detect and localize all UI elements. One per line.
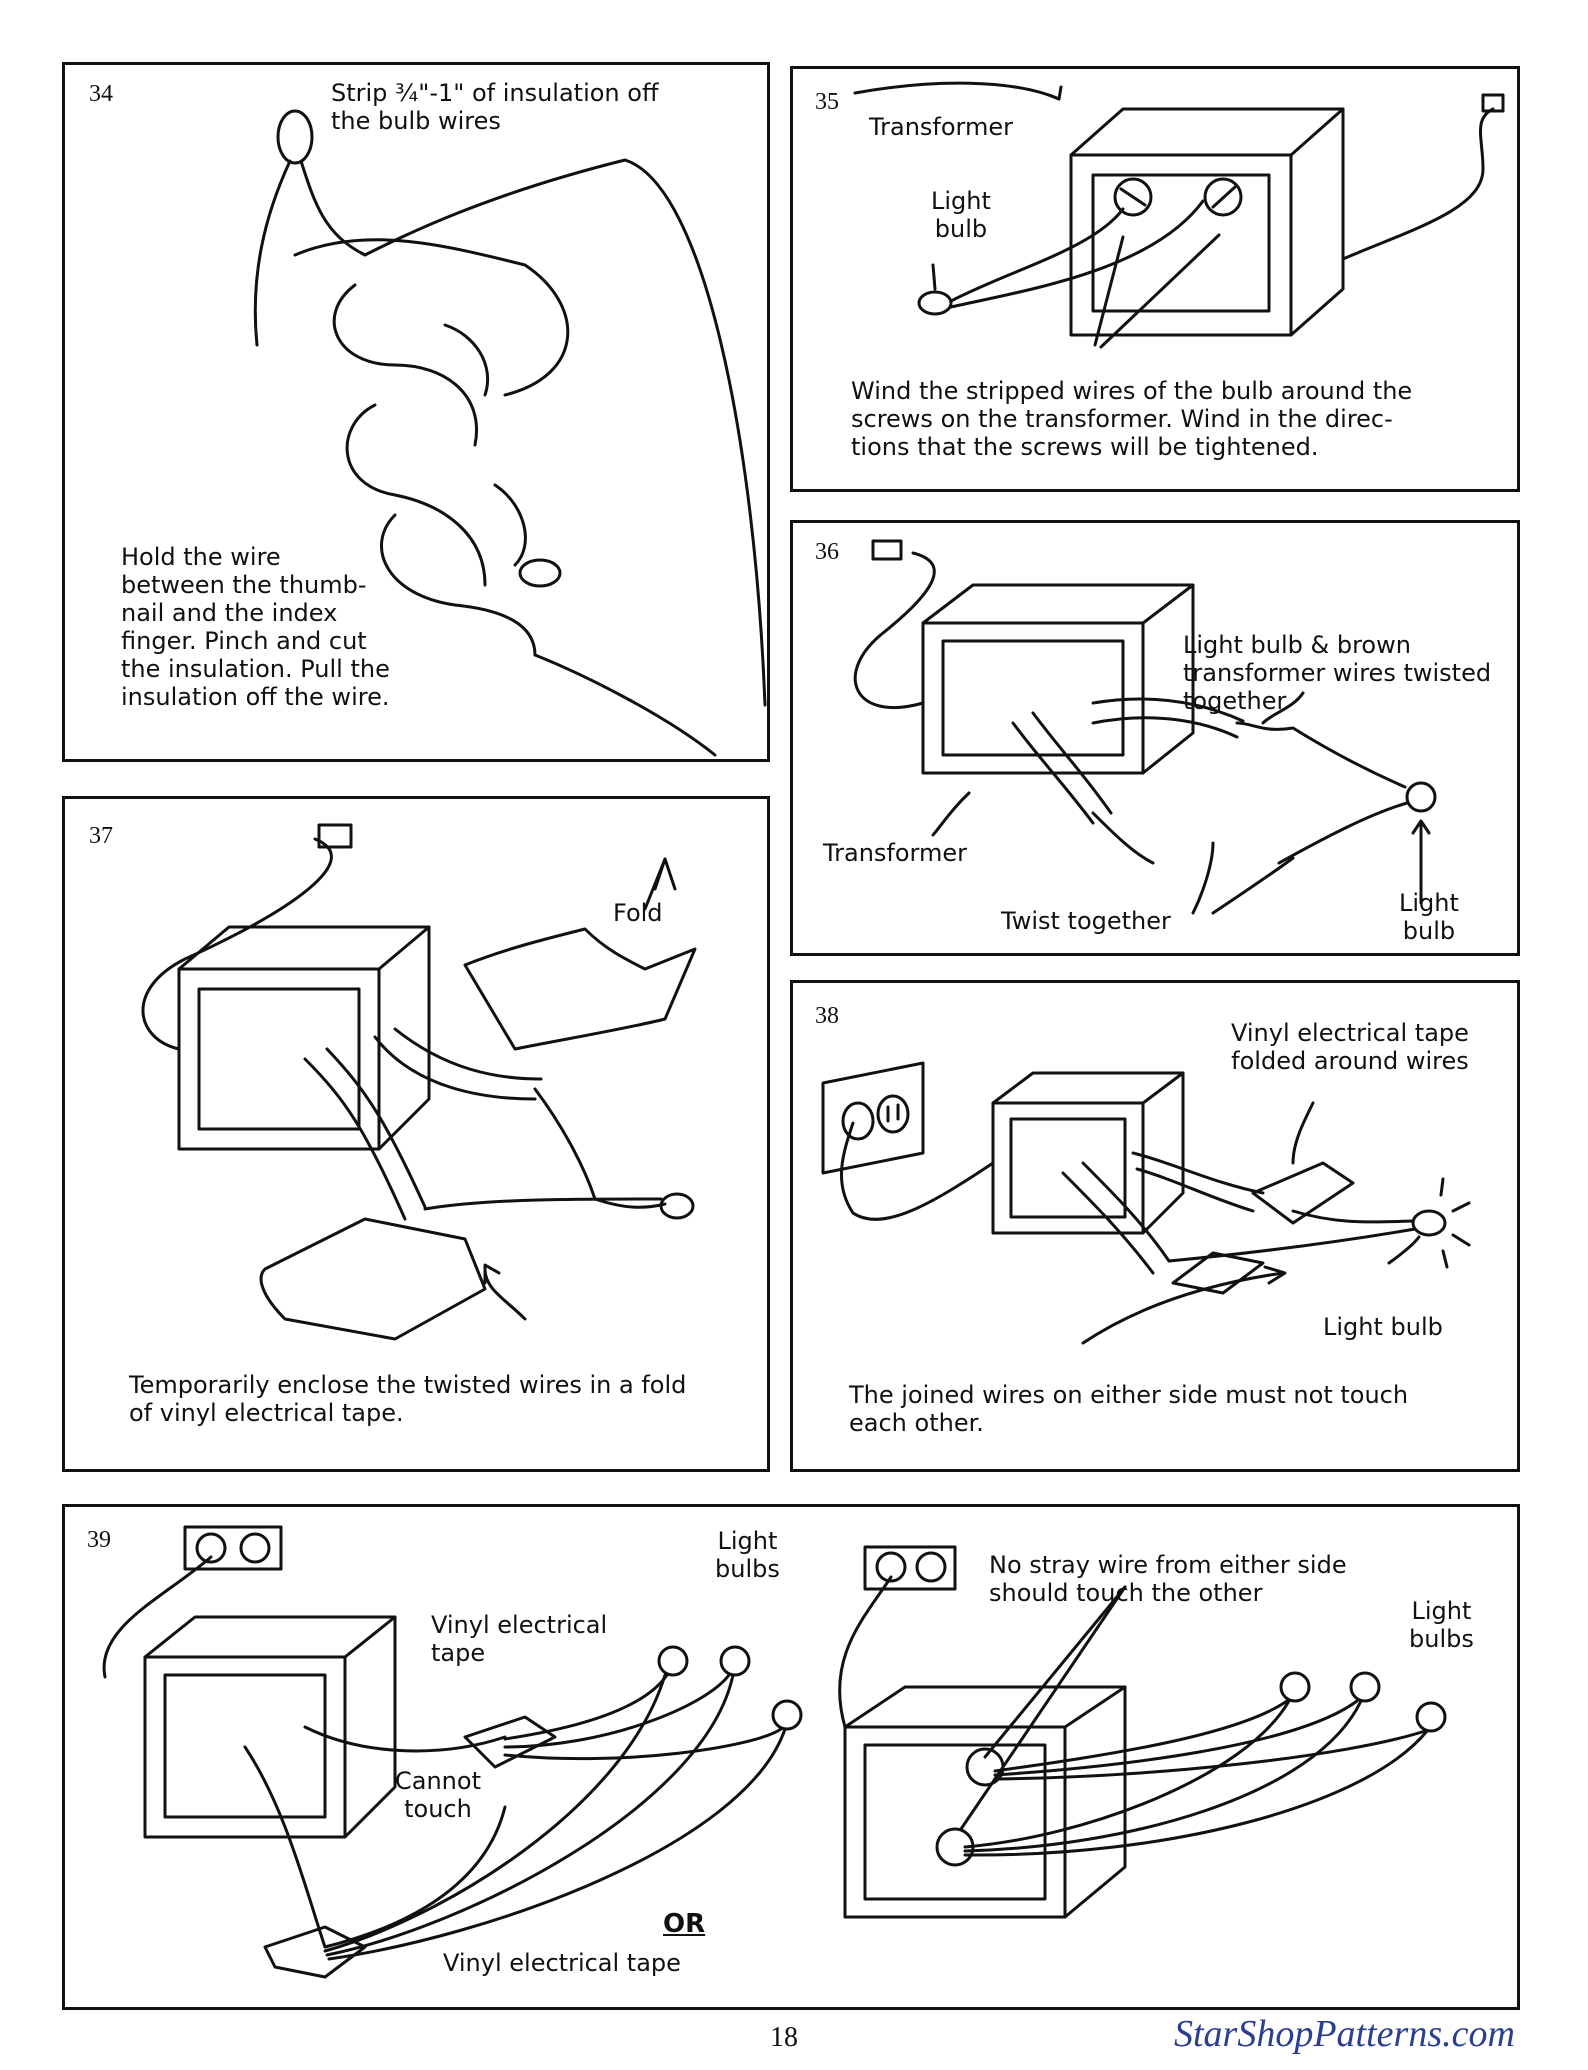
hand-stripping-wire-illustration <box>253 109 767 757</box>
step-number: 36 <box>815 539 839 565</box>
panel-37: 37 Fold Temporarily enclose the twisted … <box>62 796 770 1472</box>
no-touch-instruction: The joined wires on either side must not… <box>849 1381 1409 1437</box>
twisted-wires-illustration <box>853 539 1437 915</box>
pinch-instruction: Hold the wire between the thumb- nail an… <box>121 543 390 711</box>
panel-34: 34 Strip ¾"-1" of insulation off the bul… <box>62 62 770 762</box>
step-number: 37 <box>89 823 113 849</box>
twist-together-label: Twist together <box>1001 907 1171 935</box>
panel-38: 38 Vinyl electrical tape folded around w… <box>790 980 1520 1472</box>
or-label: OR <box>663 1909 706 1939</box>
light-bulb-label: Light bulb <box>931 187 991 243</box>
panel-36: 36 Light bulb & brown transformer wires … <box>790 520 1520 956</box>
step-number: 38 <box>815 1003 839 1029</box>
transformer-screws-illustration <box>853 81 1505 349</box>
brand-watermark: StarShopPatterns.com <box>1174 2013 1515 2055</box>
vinyl-tape-label-top: Vinyl electrical tape <box>431 1611 608 1667</box>
wind-instruction: Wind the stripped wires of the bulb arou… <box>851 377 1413 461</box>
transformer-label: Transformer <box>823 839 968 867</box>
vinyl-tape-label-bottom: Vinyl electrical tape <box>443 1949 681 1977</box>
light-bulb-label: Light bulb <box>1399 889 1459 945</box>
tape-folded-label: Vinyl electrical tape folded around wire… <box>1231 1019 1469 1075</box>
no-stray-wire-label: No stray wire from either side should to… <box>989 1551 1347 1607</box>
tape-fold-illustration <box>141 823 697 1341</box>
step-number: 35 <box>815 89 839 115</box>
light-bulbs-label-left: Light bulbs <box>715 1527 780 1583</box>
twisted-wires-label: Light bulb & brown transformer wires twi… <box>1183 631 1492 715</box>
panel-39: 39 Light bulbs Vinyl electrical tape Can… <box>62 1504 1520 2010</box>
enclose-instruction: Temporarily enclose the twisted wires in… <box>129 1371 687 1427</box>
cannot-touch-label: Cannot touch <box>395 1767 481 1823</box>
strip-instruction: Strip ¾"-1" of insulation off the bulb w… <box>331 79 659 135</box>
transformer-label: Transformer <box>869 113 1014 141</box>
page-number: 18 <box>770 2022 798 2053</box>
step-number: 39 <box>87 1527 111 1553</box>
separated-tape-illustration <box>821 1061 1471 1345</box>
step-number: 34 <box>89 81 113 107</box>
panel-35: 35 Transformer Light bulb Wind the strip… <box>790 66 1520 492</box>
light-bulbs-label-right: Light bulbs <box>1409 1597 1474 1653</box>
light-bulb-label: Light bulb <box>1323 1313 1443 1341</box>
multiple-bulbs-illustration <box>102 1525 1447 1979</box>
fold-label: Fold <box>613 899 663 927</box>
